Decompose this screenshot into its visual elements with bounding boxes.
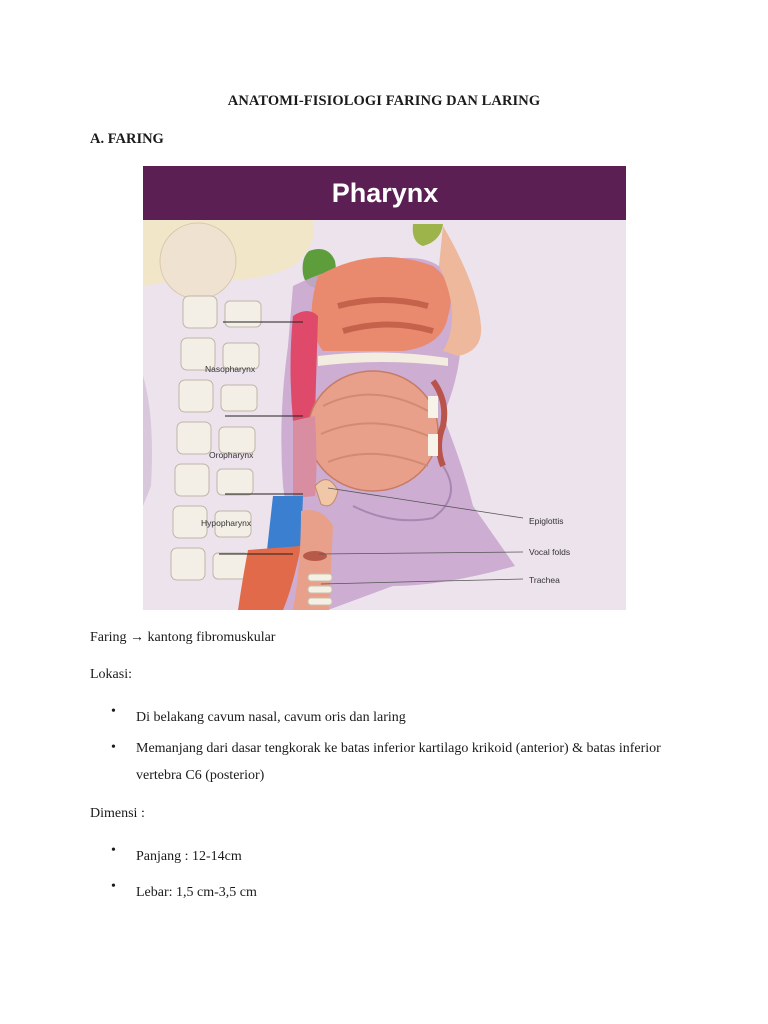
label-epiglottis: Epiglottis <box>529 516 564 526</box>
bullet-symbol: • <box>111 704 116 719</box>
brain-region <box>159 222 237 300</box>
oropharynx-region <box>293 416 317 498</box>
pharynx-illustration: Pharynx <box>143 166 626 610</box>
right-pointer-lines <box>318 487 524 585</box>
dimension-heading: Dimensi : <box>90 806 145 821</box>
left-pointer-lines <box>219 321 303 555</box>
label-trachea: Trachea <box>529 575 560 585</box>
location-heading: Lokasi: <box>90 667 132 682</box>
bullet-symbol: • <box>111 740 116 755</box>
figure-title: Pharynx <box>332 178 439 208</box>
hypopharynx-region <box>267 496 303 550</box>
nasal-cavity <box>311 257 451 351</box>
label-oropharynx: Oropharynx <box>209 450 254 460</box>
bullet-symbol: • <box>111 879 116 894</box>
label-hypopharynx: Hypopharynx <box>201 518 252 528</box>
nose <box>439 226 482 356</box>
vocal-folds <box>303 551 327 561</box>
hard-palate <box>318 352 448 366</box>
posterior-shadow <box>143 376 152 506</box>
trachea-rings <box>307 573 333 606</box>
frontal-sinus <box>412 224 443 246</box>
section-heading: A. FARING <box>90 131 164 147</box>
document-title: ANATOMI-FISIOLOGI FARING DAN LARING <box>227 93 541 109</box>
pharynx-figure: Pharynx <box>143 166 626 610</box>
list-item-text: Di belakang cavum nasal, cavum oris dan … <box>136 710 406 725</box>
nasal-concha-lower <box>342 321 434 334</box>
figure-header <box>143 166 626 220</box>
nasal-concha <box>337 297 429 309</box>
esophagus <box>238 546 301 610</box>
label-nasopharynx: Nasopharynx <box>205 364 256 374</box>
list-item-text: Memanjang dari dasar tengkorak ke batas … <box>136 741 661 783</box>
lips <box>430 379 448 468</box>
vertebrae <box>170 295 262 581</box>
label-vocal-folds: Vocal folds <box>529 547 570 557</box>
list-item-text: Lebar: 1,5 cm-3,5 cm <box>136 885 257 900</box>
bullet-symbol: • <box>111 843 116 858</box>
list-item-text: Panjang : 12-14cm <box>136 849 242 864</box>
nasopharynx-region <box>290 311 318 421</box>
definition-text: Faring → kantong fibromuskular <box>90 630 276 645</box>
epiglottis <box>314 479 339 507</box>
chin-outline <box>352 465 452 522</box>
